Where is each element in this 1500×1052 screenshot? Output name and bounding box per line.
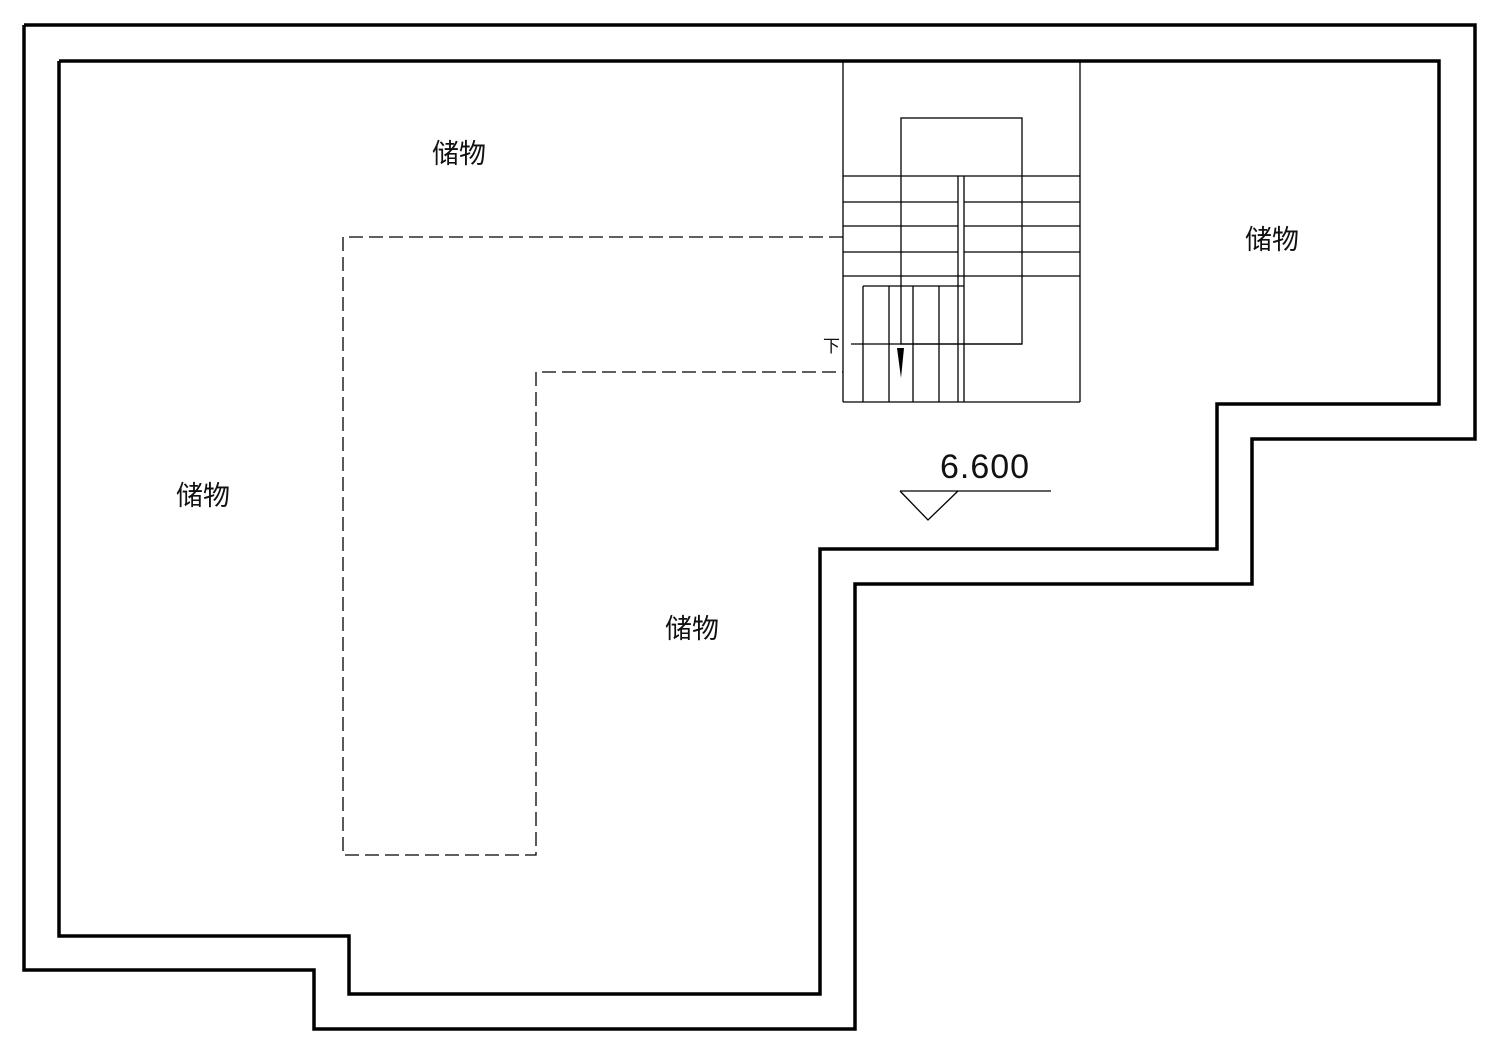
stair-direction-arrow <box>897 348 904 378</box>
level-mark-symbol <box>899 490 1051 521</box>
room-label-storage-left: 储物 <box>176 481 230 512</box>
room-label-storage-top: 储物 <box>432 139 486 170</box>
outer-wall <box>22 23 1477 1031</box>
stair-down-label: 下 <box>823 337 840 357</box>
inner-wall <box>57 59 1441 996</box>
room-label-storage-center: 储物 <box>665 614 719 645</box>
stair <box>842 61 1081 403</box>
dashed-outline <box>342 236 843 856</box>
room-label-storage-right: 储物 <box>1245 225 1299 256</box>
level-mark-value: 6.600 <box>940 448 1031 486</box>
